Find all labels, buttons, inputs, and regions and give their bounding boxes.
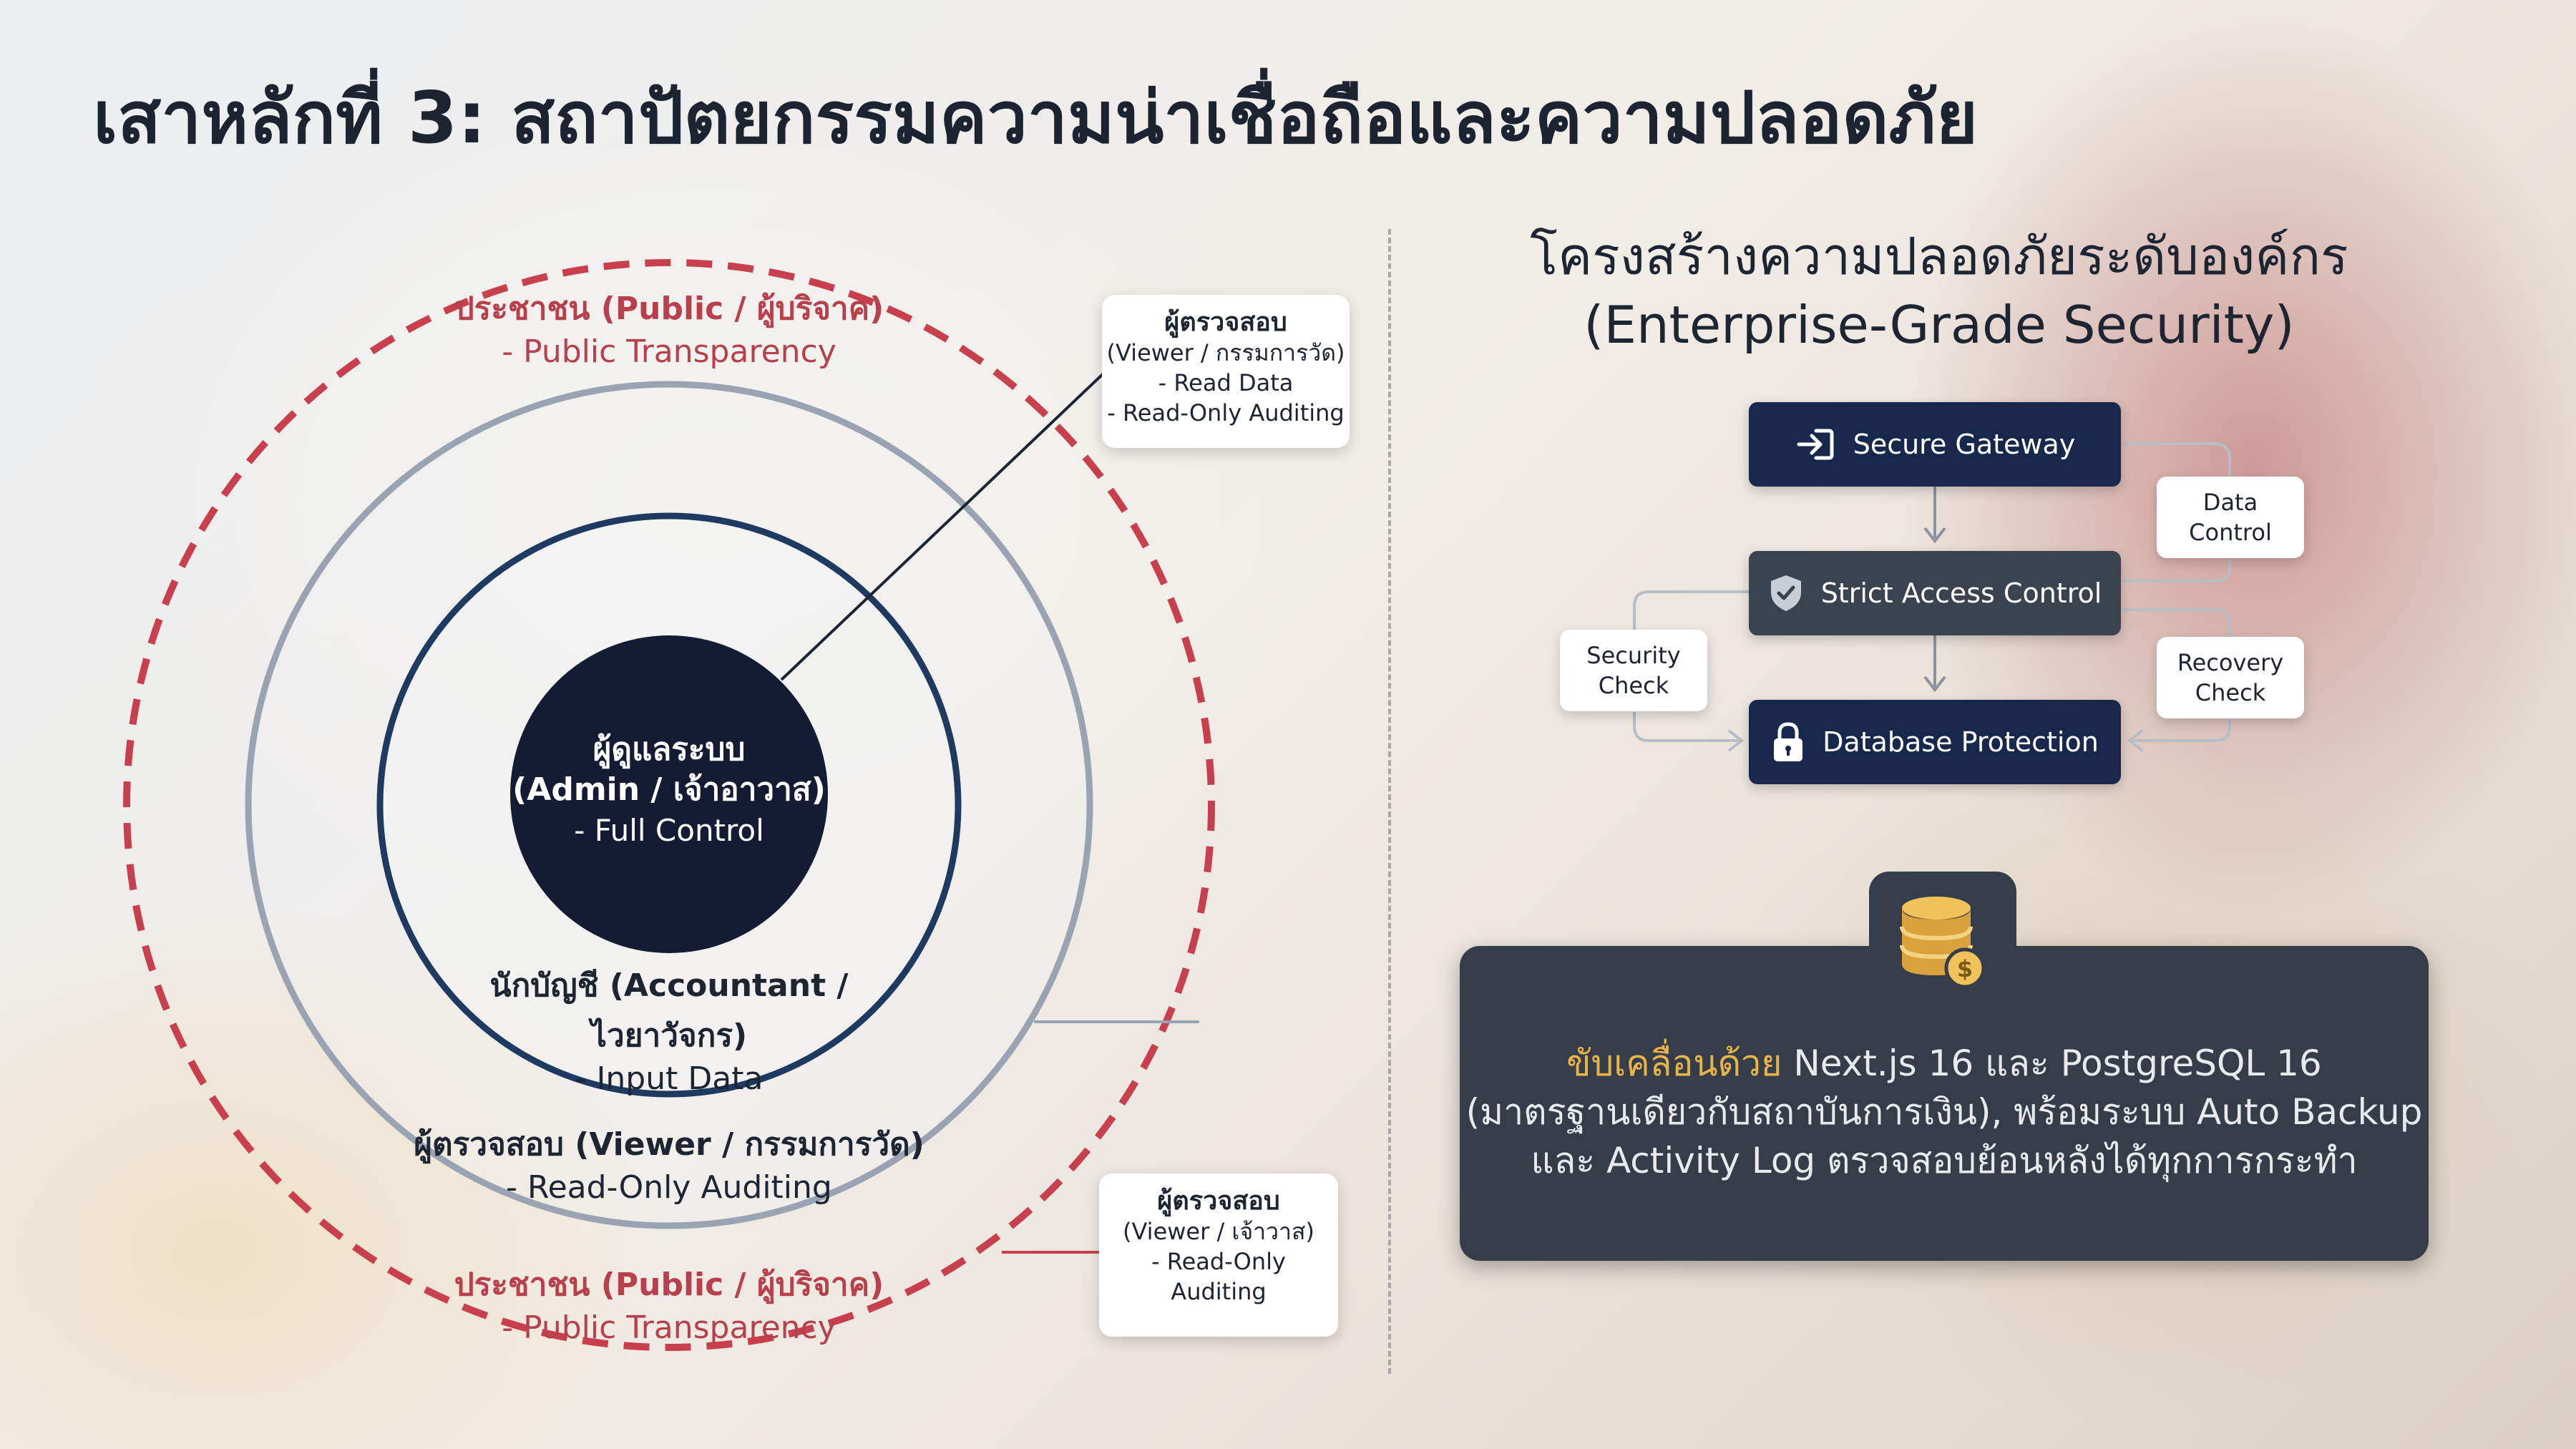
page-title: เสาหลักที่ 3: สถาปัตยกรรมความน่าเชื่อถือ… bbox=[93, 76, 1979, 160]
database-protection-label: Database Protection bbox=[1823, 726, 2099, 758]
secure-gateway-label: Secure Gateway bbox=[1853, 429, 2076, 460]
svg-text:$: $ bbox=[1957, 955, 1973, 982]
info-line3: และ Activity Log ตรวจสอบย้อนหลังได้ทุกกา… bbox=[1531, 1140, 2358, 1181]
data-control-box: Data Control bbox=[2157, 477, 2304, 558]
database-coin-icon: $ bbox=[1900, 897, 1986, 989]
data-control-loop bbox=[2122, 442, 2231, 477]
security-title: โครงสร้างความปลอดภัยระดับองค์กร (Enterpr… bbox=[1530, 226, 2348, 355]
database-protection-box: Database Protection bbox=[1749, 700, 2121, 784]
login-arrow-icon bbox=[1797, 429, 1834, 460]
info-text: ขับเคลื่อนด้วย Next.js 16 และ PostgreSQL… bbox=[1460, 1039, 2429, 1185]
secure-gateway-box: Secure Gateway bbox=[1749, 402, 2121, 487]
section-divider bbox=[1388, 229, 1391, 1374]
info-line1: Next.js 16 และ PostgreSQL 16 bbox=[1782, 1043, 2322, 1084]
info-card-icon-tab: $ bbox=[1869, 872, 2016, 1008]
strict-access-control-label: Strict Access Control bbox=[1820, 577, 2102, 609]
callout-top-connector bbox=[780, 372, 1105, 681]
callout-viewer-bottom: ผู้ตรวจสอบ (Viewer / เจ้าวาส) - Read-Onl… bbox=[1099, 1174, 1338, 1337]
strict-access-control-box: Strict Access Control bbox=[1749, 551, 2121, 635]
shield-check-icon bbox=[1770, 575, 1801, 611]
ring-label-admin: ผู้ดูแลระบบ (Admin / เจ้าอาวาส) - Full C… bbox=[512, 731, 826, 848]
ring-admin-core bbox=[510, 635, 828, 953]
padlock-icon bbox=[1774, 722, 1803, 761]
recovery-check-loop bbox=[2122, 608, 2231, 637]
ring-label-viewer: ผู้ตรวจสอบ (Viewer / กรรมการวัด) - Read-… bbox=[414, 1126, 924, 1206]
info-accent: ขับเคลื่อนด้วย bbox=[1566, 1043, 1782, 1084]
recovery-check-box: Recovery Check bbox=[2157, 637, 2304, 718]
security-check-loop bbox=[1633, 590, 1750, 630]
ring-public bbox=[123, 259, 1215, 1351]
ring-label-accountant: นักบัญชี (Accountant / ไวยาวัจกร) - Inpu… bbox=[489, 967, 849, 1097]
ring-label-public-top: ประชาชน (Public / ผู้บริจาค) - Public Tr… bbox=[454, 291, 884, 370]
security-check-box: Security Check bbox=[1560, 630, 1707, 711]
callout-viewer-top: ผู้ตรวจสอบ (Viewer / กรรมการวัด) - Read … bbox=[1102, 295, 1350, 448]
info-line2: (มาตรฐานเดียวกับสถาบันการเงิน), พร้อมระบ… bbox=[1465, 1091, 2423, 1133]
ring-label-public-bottom: ประชาชน (Public / ผู้บริจาค) - Public Tr… bbox=[454, 1267, 884, 1346]
